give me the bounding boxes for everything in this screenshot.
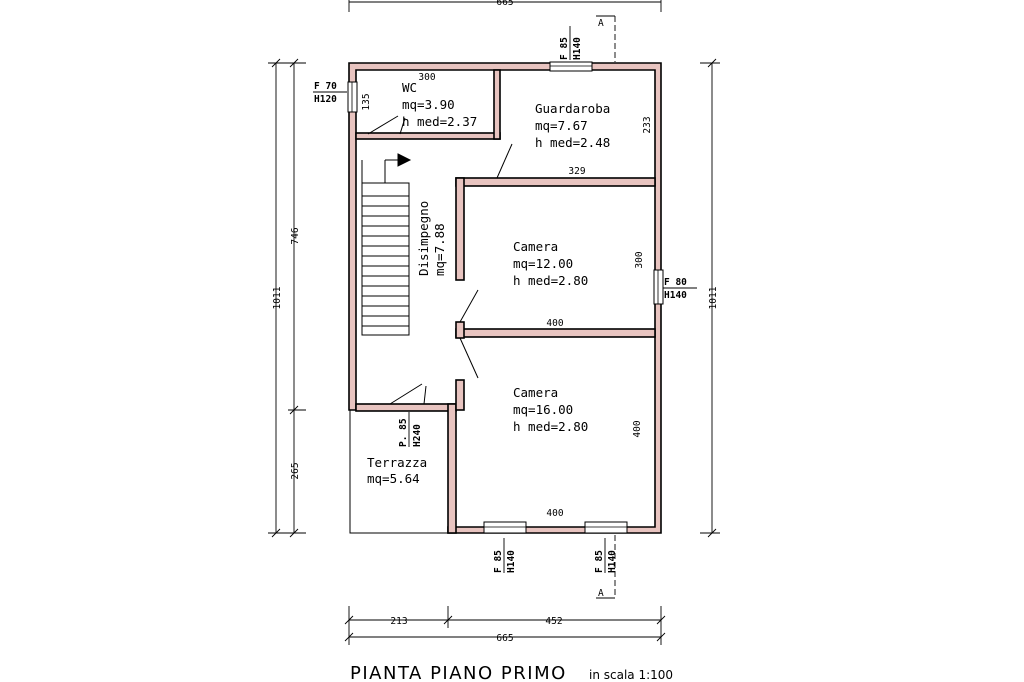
plan-title: PIANTA PIANO PRIMO xyxy=(350,663,567,682)
wc-window-label: F 70 H120 xyxy=(313,81,347,105)
room-area: mq=3.90 xyxy=(402,97,455,112)
staircase xyxy=(361,153,412,336)
room-guardaroba: Guardaroba mq=7.67 h med=2.48 xyxy=(535,101,610,150)
svg-text:F 85: F 85 xyxy=(493,550,504,573)
bottom-window-2 xyxy=(584,521,628,534)
terrace-door-leaf xyxy=(423,385,427,405)
room-name: Disimpegno xyxy=(416,201,431,276)
camera-divider-wall xyxy=(455,328,656,338)
room-height: h med=2.80 xyxy=(513,273,588,288)
windows xyxy=(347,61,664,534)
svg-text:H240: H240 xyxy=(412,424,423,447)
top-window-label: F 85 H140 xyxy=(559,26,583,60)
guardaroba-door xyxy=(496,143,513,179)
room-area: mq=16.00 xyxy=(513,402,573,417)
dim-camera1-height: 300 xyxy=(634,251,645,268)
bottom-window-2-label: F 85 H140 xyxy=(594,538,618,573)
terrace-door-label: P. 85 H240 xyxy=(398,412,423,447)
svg-text:F 80: F 80 xyxy=(664,277,687,288)
room-name: Terrazza xyxy=(367,455,427,470)
doors xyxy=(367,115,513,405)
dim-camera2-width: 400 xyxy=(546,508,563,519)
stair-arrow-icon xyxy=(397,153,412,167)
terrace-right-wall xyxy=(447,403,457,534)
camera1-door xyxy=(459,289,479,323)
section-mark-bottom: A xyxy=(598,588,604,599)
room-name: WC xyxy=(402,80,417,95)
wc-door-leaf xyxy=(399,117,406,135)
wc-door xyxy=(367,115,399,135)
svg-text:H140: H140 xyxy=(607,550,618,573)
room-area: mq=12.00 xyxy=(513,256,573,271)
guardaroba-bottom-wall xyxy=(455,177,656,187)
room-height: h med=2.48 xyxy=(535,135,610,150)
dim-bottom-left: 213 xyxy=(390,616,407,627)
dim-right-total: 1011 xyxy=(708,286,719,309)
room-camera-2: Camera mq=16.00 h med=2.80 xyxy=(513,385,588,434)
disimpegno-wall-mid xyxy=(455,321,465,339)
room-name: Camera xyxy=(513,239,558,254)
camera2-door xyxy=(459,337,479,379)
svg-text:H120: H120 xyxy=(314,94,337,105)
dim-wc-height: 135 xyxy=(361,93,372,110)
bottom-window-1-label: F 85 H140 xyxy=(493,538,517,573)
svg-text:F 70: F 70 xyxy=(314,81,337,92)
wc-window xyxy=(347,81,358,113)
svg-text:P. 85: P. 85 xyxy=(398,418,409,447)
disimpegno-wall-upper xyxy=(455,177,465,281)
dim-guardaroba-width: 329 xyxy=(568,166,585,177)
svg-text:H140: H140 xyxy=(664,290,687,301)
disimpegno-wall-lower xyxy=(455,379,465,411)
svg-text:F 85: F 85 xyxy=(594,550,605,573)
room-height: h med=2.37 xyxy=(402,114,477,129)
room-height: h med=2.80 xyxy=(513,419,588,434)
svg-text:H140: H140 xyxy=(506,550,517,573)
terrace-door xyxy=(389,383,423,405)
svg-text:F 85: F 85 xyxy=(559,37,570,60)
room-terrazza: Terrazza mq=5.64 xyxy=(367,455,427,486)
room-name: Guardaroba xyxy=(535,101,610,116)
dim-left-lower: 265 xyxy=(290,462,301,479)
wc-bottom-wall xyxy=(355,132,501,140)
dim-bottom-total: 665 xyxy=(496,633,513,644)
dim-left-upper: 746 xyxy=(290,227,301,244)
right-window-label: F 80 H140 xyxy=(663,277,697,301)
room-camera-1: Camera mq=12.00 h med=2.80 xyxy=(513,239,588,288)
dimension-lines xyxy=(268,0,720,645)
plan-scale: in scala 1:100 xyxy=(589,668,673,682)
terrace-top-wall xyxy=(355,403,457,412)
room-wc: WC mq=3.90 h med=2.37 xyxy=(402,80,477,129)
room-area: mq=7.67 xyxy=(535,118,588,133)
top-window xyxy=(549,61,593,72)
dim-guardaroba-height: 233 xyxy=(642,116,653,133)
room-area: mq=5.64 xyxy=(367,471,420,486)
svg-text:H140: H140 xyxy=(572,37,583,60)
room-name: Camera xyxy=(513,385,558,400)
section-mark-top: A xyxy=(598,18,604,29)
dim-top-total: 665 xyxy=(496,0,513,8)
dim-left-total: 1011 xyxy=(272,286,283,309)
dim-camera1-width: 400 xyxy=(546,318,563,329)
room-area: mq=7.88 xyxy=(432,223,447,276)
dim-wc-width: 300 xyxy=(418,72,435,83)
right-window xyxy=(653,269,664,305)
bottom-window-1 xyxy=(483,521,527,534)
dim-camera2-height: 400 xyxy=(632,420,643,437)
walls xyxy=(348,62,662,534)
room-disimpegno: Disimpegno mq=7.88 xyxy=(416,201,447,276)
dim-bottom-right: 452 xyxy=(545,616,562,627)
wc-guardaroba-wall xyxy=(493,69,501,140)
